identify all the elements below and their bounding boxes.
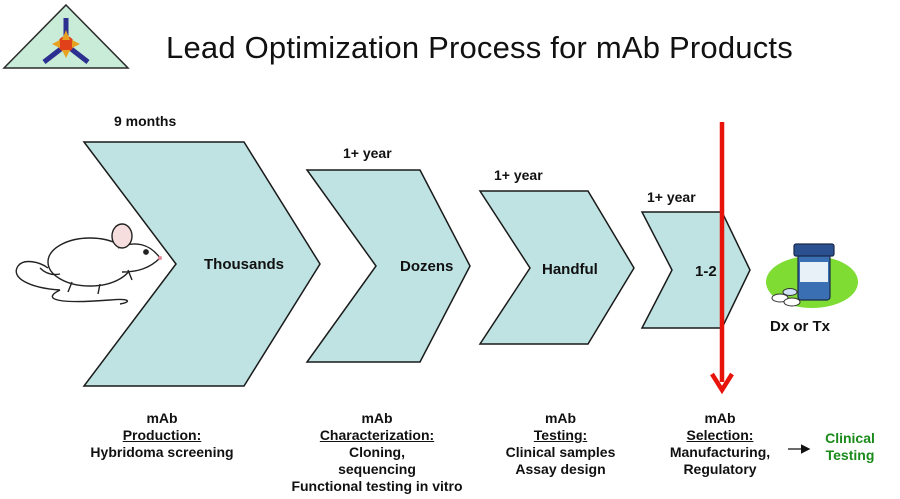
stage-detail: Hybridoma screening <box>90 444 234 460</box>
chevron-2 <box>305 169 471 363</box>
chevron-1-count: Thousands <box>204 256 285 273</box>
stage-prefix: mAb <box>146 410 178 426</box>
stage-prefix: mAb <box>361 410 393 426</box>
triangle-logo-icon <box>2 3 130 69</box>
page-title: Lead Optimization Process for mAb Produc… <box>166 30 793 65</box>
stage-detail: Clinical samples <box>505 444 616 460</box>
mouse-icon <box>15 223 162 305</box>
stage-name: Selection: <box>686 427 754 443</box>
stage-detail: sequencing <box>338 461 416 477</box>
stage-testing: mAb Testing: Clinical samples Assay desi… <box>478 410 643 478</box>
chevron-1-duration: 9 months <box>114 113 177 129</box>
stage-production: mAb Production: Hybridoma screening <box>62 410 262 461</box>
stage-detail: Assay design <box>515 461 606 477</box>
stage-prefix: mAb <box>704 410 736 426</box>
chevron-3 <box>478 190 635 345</box>
chevron-1 <box>82 141 321 387</box>
outcome-label: Dx or Tx <box>770 318 831 335</box>
stage-detail: Cloning, <box>349 444 405 460</box>
stage-characterization: mAb Characterization: Cloning, sequencin… <box>262 410 492 495</box>
next-step-line-1: Clinical <box>825 430 875 446</box>
chevron-2-duration: 1+ year <box>343 145 392 161</box>
stage-name: Testing: <box>533 427 588 443</box>
pill-bottle-icon <box>766 243 858 308</box>
stage-prefix: mAb <box>544 410 577 426</box>
red-arrow-marker <box>710 122 734 395</box>
stage-detail: Functional testing in vitro <box>291 478 463 494</box>
chevron-3-duration: 1+ year <box>494 167 543 183</box>
chevron-3-count: Handful <box>542 261 598 278</box>
stage-selection: mAb Selection: Manufacturing, Regulatory <box>652 410 788 478</box>
stage-detail: Manufacturing, <box>669 444 771 460</box>
chevron-4-duration: 1+ year <box>647 189 696 205</box>
clinical-testing-label: Clinical Testing <box>812 430 888 464</box>
chevron-4-count: 1-2 <box>695 263 717 280</box>
next-step-line-2: Testing <box>825 447 875 463</box>
stage-name: Production: <box>122 427 202 443</box>
stage-detail: Regulatory <box>683 461 757 477</box>
stage-name: Characterization: <box>319 427 435 443</box>
chevron-2-count: Dozens <box>400 258 454 275</box>
